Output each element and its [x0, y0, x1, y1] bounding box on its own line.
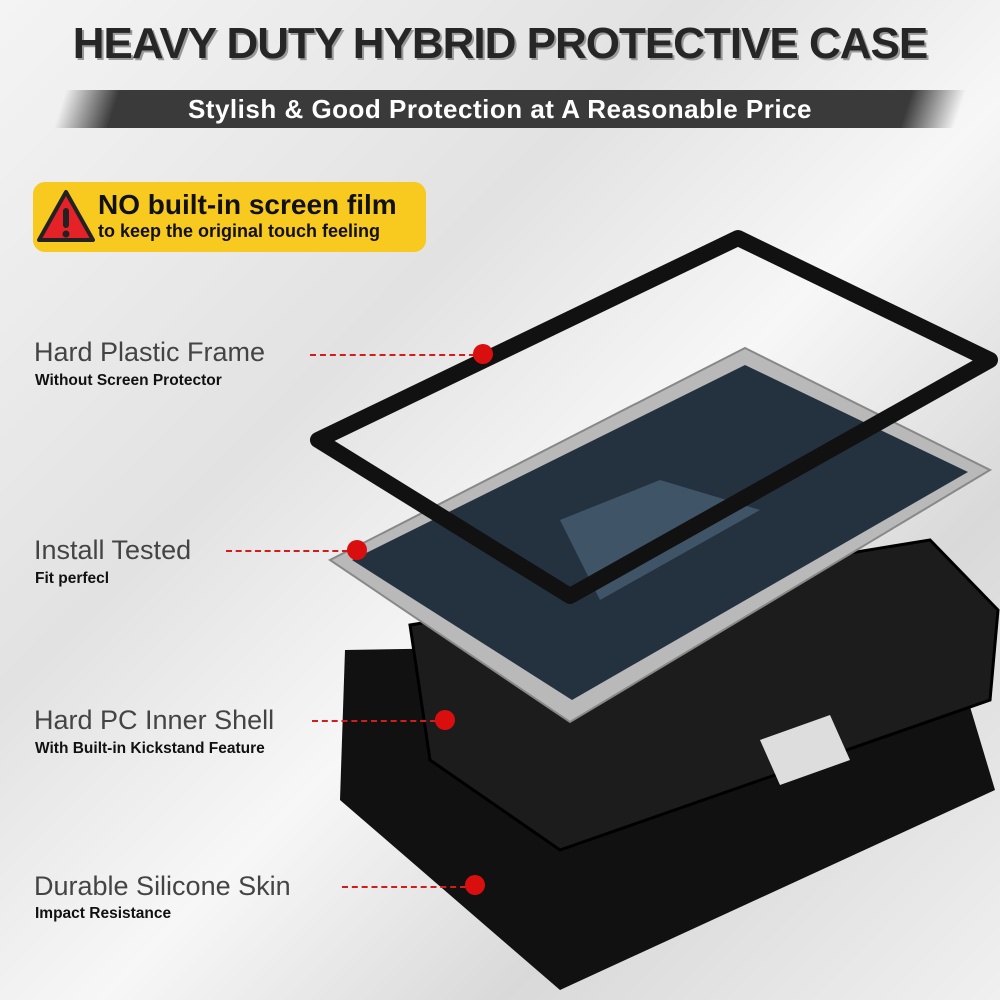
- callout-dot: [347, 540, 367, 560]
- badge-subtitle: to keep the original touch feeling: [98, 221, 381, 241]
- feature-subtitle: Impact Resistance: [35, 905, 172, 922]
- feature-title: Hard PC Inner Shell: [34, 705, 275, 735]
- callout-line: [342, 886, 466, 888]
- callout-line: [310, 354, 475, 356]
- warning-icon: [37, 190, 95, 242]
- kickstand-cutout: [760, 715, 850, 785]
- subtitle: Stylish & Good Protection at A Reasonabl…: [187, 94, 813, 124]
- callout-dot: [465, 875, 485, 895]
- callout-line: [312, 720, 436, 722]
- feature-title: Install Tested: [34, 535, 192, 565]
- callout-dot: [473, 344, 493, 364]
- warning-badge: NO built-in screen film to keep the orig…: [33, 182, 426, 252]
- feature-title: Durable Silicone Skin: [34, 871, 291, 901]
- feature-subtitle: Without Screen Protector: [35, 372, 222, 389]
- page-title: HEAVY DUTY HYBRID PROTECTIVE CASE: [72, 19, 928, 68]
- callout-line: [226, 550, 348, 552]
- hard-frame: [310, 230, 998, 604]
- feature-title: Hard Plastic Frame: [34, 337, 266, 367]
- feature-subtitle: Fit perfecl: [35, 570, 110, 587]
- callout-dot: [435, 710, 455, 730]
- badge-title: NO built-in screen film: [98, 189, 397, 220]
- feature-subtitle: With Built-in Kickstand Feature: [35, 740, 265, 757]
